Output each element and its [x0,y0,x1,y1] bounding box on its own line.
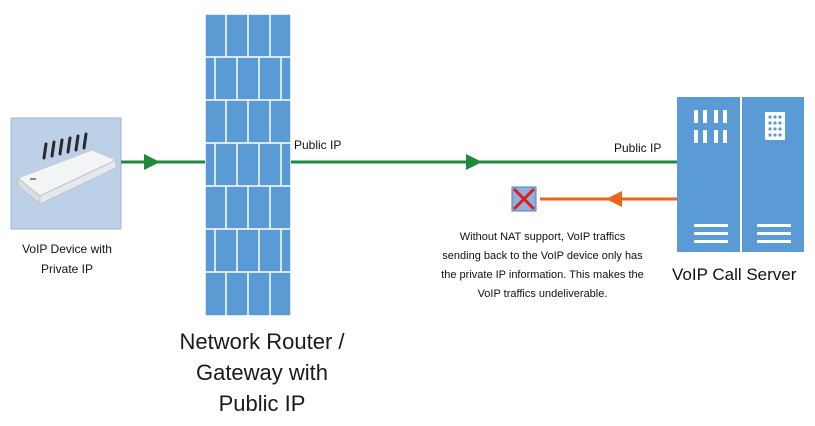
red-x-blocked-icon [511,186,537,212]
server-tower-icon [677,97,804,252]
nat-note: Without NAT support, VoIP traffics sendi… [441,231,644,300]
router-label: Network Router / Gateway with Public IP [179,329,345,416]
return-arrow-server-to-device [540,191,677,207]
voip-gateway-device-icon [10,117,122,230]
server-label: VoIP Call Server [672,265,797,284]
public-ip-label-router: Public IP [294,138,342,152]
forward-arrow-device-to-router [121,154,205,170]
firewall-brick-wall-icon [204,13,292,317]
device-label: VoIP Device with Private IP [22,242,112,276]
public-ip-label-server: Public IP [614,141,662,155]
forward-arrow-router-to-server [291,154,677,170]
